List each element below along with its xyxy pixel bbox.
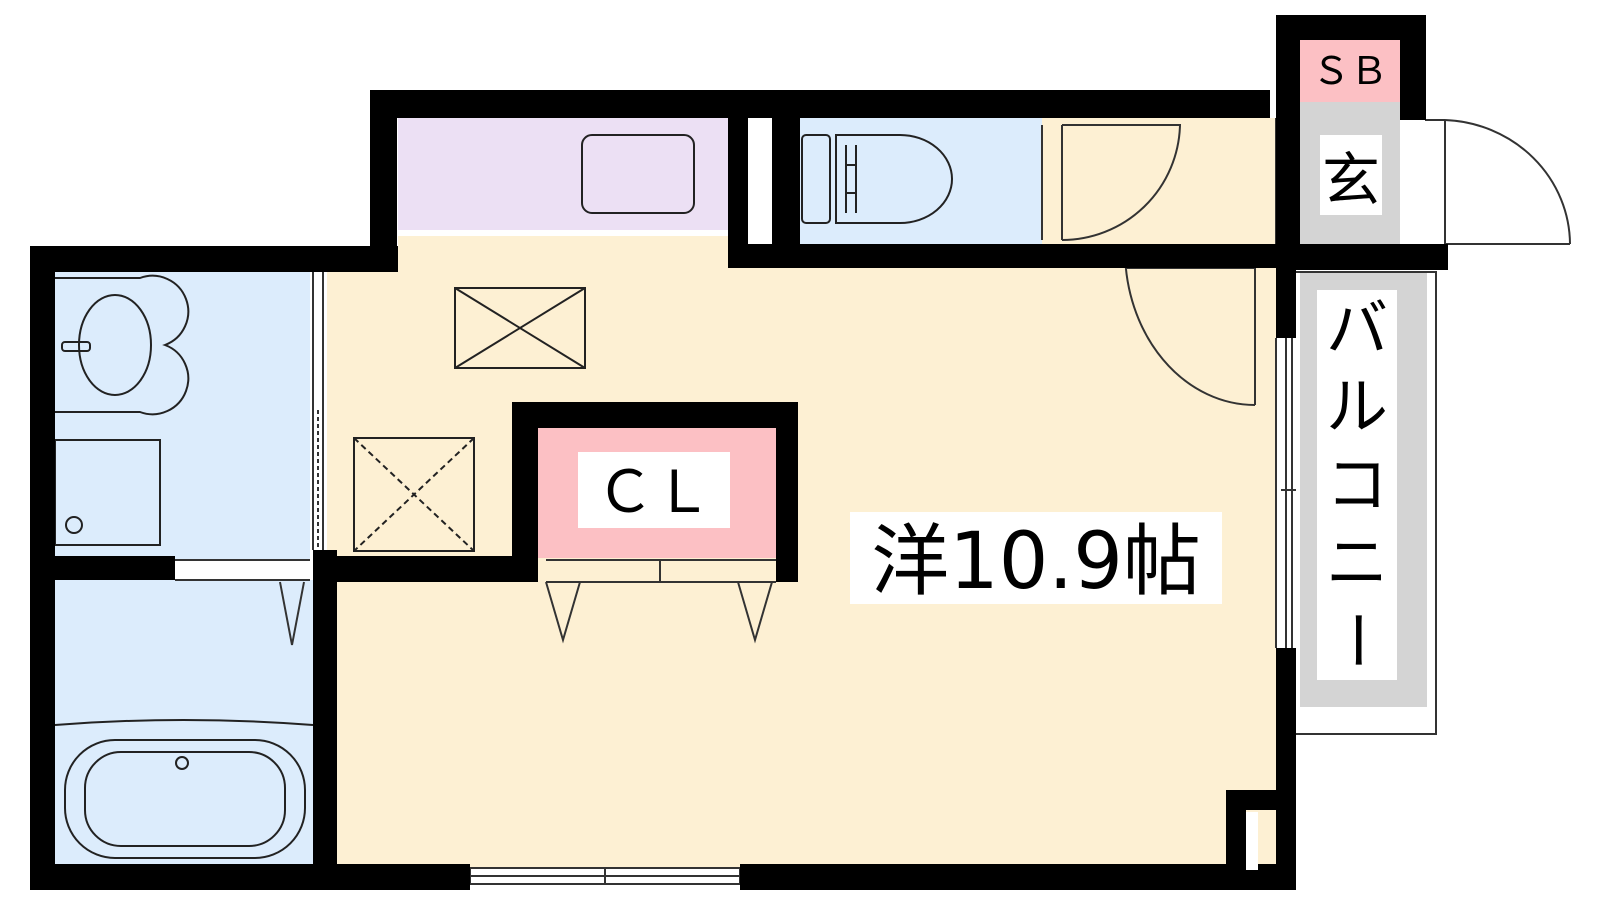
label-closet: ＣＬ [578,452,730,528]
balcony-label-4: ニ [1326,526,1388,599]
closet-label: ＣＬ [596,458,712,526]
main-room-floor [327,236,1276,868]
balcony-label-2: ル [1326,370,1388,443]
sink-icon [581,134,695,214]
label-balcony: バ ル コ ニ ー [1317,290,1397,680]
walls [30,15,1448,890]
bathroom-floor [55,580,313,868]
entrance-label: 玄 [1322,146,1380,214]
storage-x-icon [454,287,586,369]
washroom-floor [55,272,310,560]
balcony-label-5: ー [1320,609,1393,671]
label-shoe-box: ＳＢ [1312,49,1388,93]
shoe-box-label: ＳＢ [1312,49,1388,93]
washer-pan-icon [353,437,475,552]
toilet-icon [801,134,953,224]
floor-fills [55,40,1427,868]
kitchen-counter [398,118,728,230]
washbasin-icon [54,274,190,546]
label-entrance: 玄 [1320,135,1382,215]
balcony-label-1: バ [1326,292,1388,365]
entry-hall-floor [1042,118,1297,246]
main-room-label: 洋10.9帖 [871,517,1201,607]
balcony-label-3: コ [1326,448,1388,521]
shoe-box-floor [1300,40,1400,102]
bathtub-icon [54,719,314,859]
label-main-room: 洋10.9帖 [850,512,1222,607]
wall-insets [754,120,1258,870]
